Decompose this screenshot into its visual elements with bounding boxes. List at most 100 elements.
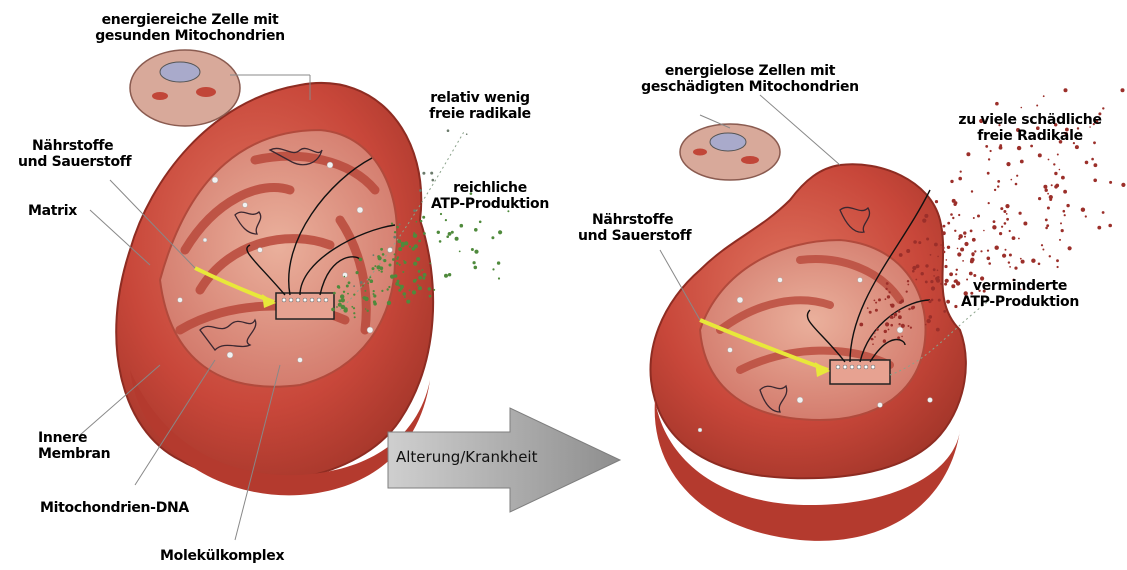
radical-particle — [1045, 189, 1048, 192]
atp-particle — [365, 308, 367, 310]
atp-particle — [391, 275, 395, 279]
radical-particle — [992, 225, 996, 229]
radical-particle — [874, 300, 876, 302]
radical-particle — [918, 241, 921, 244]
nutrients-left-line2: und Sauerstoff — [18, 154, 131, 170]
radical-particle — [907, 284, 909, 286]
radical-particle — [911, 306, 914, 309]
few-radicals-line2: freie radikale — [405, 106, 555, 122]
radical-particle — [1059, 239, 1061, 241]
radical-particle — [927, 319, 931, 323]
radical-particle — [997, 180, 1000, 183]
atp-rich-line2: ATP-Produktion — [410, 196, 570, 212]
radical-particle — [1036, 105, 1038, 107]
atp-particle — [397, 239, 401, 243]
atp-reduced-line1: verminderte — [930, 278, 1110, 294]
radical-particle — [1003, 210, 1006, 213]
radical-particle — [943, 310, 946, 313]
atp-particle — [409, 246, 411, 248]
radical-particle — [1015, 183, 1018, 186]
radical-particle — [937, 270, 939, 272]
atp-particle — [491, 236, 494, 239]
radical-particle — [1043, 95, 1045, 97]
radical-particle — [893, 316, 895, 318]
radical-particle — [1008, 261, 1010, 263]
atp-particle — [338, 299, 341, 302]
radical-particle — [972, 238, 976, 242]
many-radicals-label: zu viele schädliche freie Radikale — [935, 112, 1125, 144]
atp-particle — [344, 307, 348, 311]
atp-particle — [444, 274, 448, 278]
nutrients-label-left: Nährstoffe und Sauerstoff — [18, 138, 131, 170]
radical-particle — [983, 230, 985, 232]
radical-particle — [901, 336, 903, 338]
atp-particle — [353, 307, 355, 309]
molecular-complex-box-damaged — [830, 360, 890, 384]
atp-particle — [382, 253, 385, 256]
healthy-cell-caption-line1: energiereiche Zelle mit — [80, 12, 300, 28]
radical-particle — [907, 280, 909, 282]
atp-particle — [416, 257, 420, 261]
healthy-cell-caption-line2: gesunden Mitochondrien — [80, 28, 300, 44]
atp-particle — [422, 269, 424, 271]
atp-particle — [498, 230, 502, 234]
radical-particle — [977, 215, 980, 218]
radical-particle — [1000, 207, 1003, 210]
healthy-cell-nucleus — [160, 62, 200, 82]
radical-particle — [1075, 145, 1079, 149]
atp-particle — [397, 256, 399, 258]
atp-particle — [416, 221, 418, 223]
atp-particle — [474, 250, 478, 254]
radical-particle — [958, 214, 960, 216]
atp-particle — [373, 302, 377, 306]
atp-particle — [340, 294, 344, 298]
atp-particle — [417, 284, 419, 286]
atp-particle — [439, 240, 442, 243]
atp-particle — [429, 295, 432, 298]
radical-particle — [1063, 190, 1067, 194]
atp-particle — [392, 258, 395, 261]
atp-particle — [418, 286, 422, 290]
radical-particle — [887, 295, 890, 298]
radical-particle — [1020, 160, 1024, 164]
radical-particle — [964, 242, 968, 246]
radical-particle — [1004, 222, 1007, 225]
radical-particle — [995, 246, 999, 250]
radical-particle — [988, 158, 990, 160]
radical-particle — [926, 238, 929, 241]
atp-particle — [414, 279, 417, 282]
mito-small — [693, 149, 707, 156]
radical-particle — [1038, 263, 1041, 266]
radical-particle — [912, 266, 916, 270]
radical-particle — [1011, 179, 1013, 181]
atp-particle — [479, 221, 482, 224]
radical-particle — [859, 323, 863, 327]
radical-particle — [890, 324, 893, 327]
radical-particle — [1066, 204, 1069, 207]
radical-particle — [894, 313, 898, 317]
radical-particle — [1038, 153, 1042, 157]
atp-particle — [353, 294, 355, 296]
radical-particle — [1048, 159, 1050, 161]
atp-particle — [412, 290, 416, 294]
radical-particle — [869, 311, 872, 314]
radical-particle — [999, 232, 1002, 235]
radical-particle — [885, 288, 887, 290]
radical-particle — [867, 307, 869, 309]
atp-reduced-line2: ATP-Produktion — [930, 294, 1110, 310]
radical-particle — [1046, 224, 1049, 227]
radical-particle — [953, 203, 956, 206]
atp-particle — [356, 271, 359, 274]
atp-particle — [471, 248, 474, 251]
radical-particle — [1043, 185, 1047, 189]
radical-particle — [925, 281, 928, 284]
healthy-cell-caption: energiereiche Zelle mit gesunden Mitocho… — [80, 12, 300, 44]
radical-particle — [1059, 169, 1061, 171]
atp-particle — [418, 240, 421, 243]
atp-particle — [331, 308, 335, 312]
atp-particle — [351, 306, 353, 308]
radical-particle — [974, 250, 976, 252]
radical-particle — [889, 291, 891, 293]
radical-particle — [883, 339, 885, 341]
radical-particle — [990, 150, 992, 152]
